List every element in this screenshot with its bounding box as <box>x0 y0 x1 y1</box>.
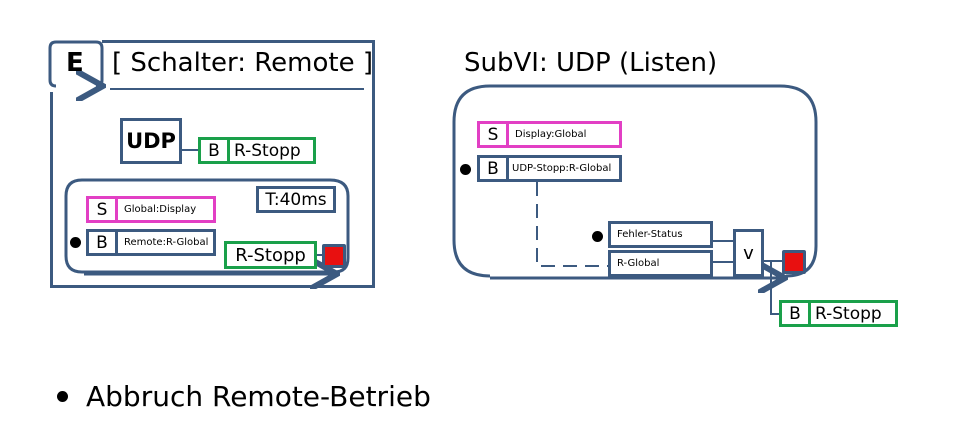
while-loop-left <box>64 178 350 274</box>
r-stopp-label: R-Stopp <box>234 140 301 161</box>
shared-type-tag: S <box>89 199 118 220</box>
boolean-type-tag: B <box>480 158 509 179</box>
boolean-type-tag: B <box>89 232 118 253</box>
loop-timer[interactable]: T:40ms <box>256 186 336 213</box>
subvi-title: SubVI: UDP (Listen) <box>464 48 718 78</box>
boolean-type-tag: B <box>201 140 230 161</box>
case-structure-frame <box>50 40 375 288</box>
shared-var-display-global[interactable]: S Display:Global <box>477 121 622 148</box>
boolean-remote-rglobal[interactable]: B Remote:R-Global <box>86 229 216 256</box>
shared-var-global-display[interactable]: S Global:Display <box>86 196 216 223</box>
r-stopp-label: R-Stopp <box>815 303 882 324</box>
udp-label: UDP <box>126 129 176 153</box>
dashed-wire <box>536 182 608 267</box>
case-selector-label[interactable]: [ Schalter: Remote ] <box>112 48 374 78</box>
or-gate[interactable]: v <box>733 229 764 277</box>
event-tab-arrow <box>48 40 102 86</box>
stop-terminal-icon[interactable] <box>322 244 346 268</box>
input-label: R-Global <box>617 258 660 269</box>
udp-output-indicator[interactable]: B R-Stopp <box>198 137 316 164</box>
bullet-dot-icon <box>70 237 81 248</box>
bullet-dot-icon <box>592 231 603 242</box>
bullet-icon <box>57 391 68 402</box>
input-fehler-status[interactable]: Fehler-Status <box>608 221 713 248</box>
stop-terminal-icon[interactable] <box>782 250 806 274</box>
event-tab-label: E <box>66 48 84 78</box>
bullet-dot-icon <box>460 164 471 175</box>
row-label: UDP-Stopp:R-Global <box>512 163 612 174</box>
boolean-type-tag: B <box>782 303 811 324</box>
udp-subvi-block[interactable]: UDP <box>120 118 182 164</box>
boolean-udp-stopp-rglobal[interactable]: B UDP-Stopp:R-Global <box>477 155 622 182</box>
row-label: Global:Display <box>124 204 197 215</box>
while-loop-right <box>452 84 818 278</box>
case-frame-left <box>50 92 53 288</box>
input-label: Fehler-Status <box>617 229 683 240</box>
timer-label: T:40ms <box>265 189 327 210</box>
branch-wire <box>770 261 780 315</box>
r-stopp-local[interactable]: R-Stopp <box>224 241 317 269</box>
input-r-global[interactable]: R-Global <box>608 250 713 277</box>
shared-type-tag: S <box>480 124 509 145</box>
row-label: Remote:R-Global <box>124 237 209 248</box>
r-stopp-output[interactable]: B R-Stopp <box>779 300 898 327</box>
r-stopp-label: R-Stopp <box>235 244 306 266</box>
bullet-text: Abbruch Remote-Betrieb <box>86 380 431 413</box>
case-frame-top <box>102 40 375 43</box>
or-gate-label: v <box>743 242 754 264</box>
row-label: Display:Global <box>515 129 587 140</box>
